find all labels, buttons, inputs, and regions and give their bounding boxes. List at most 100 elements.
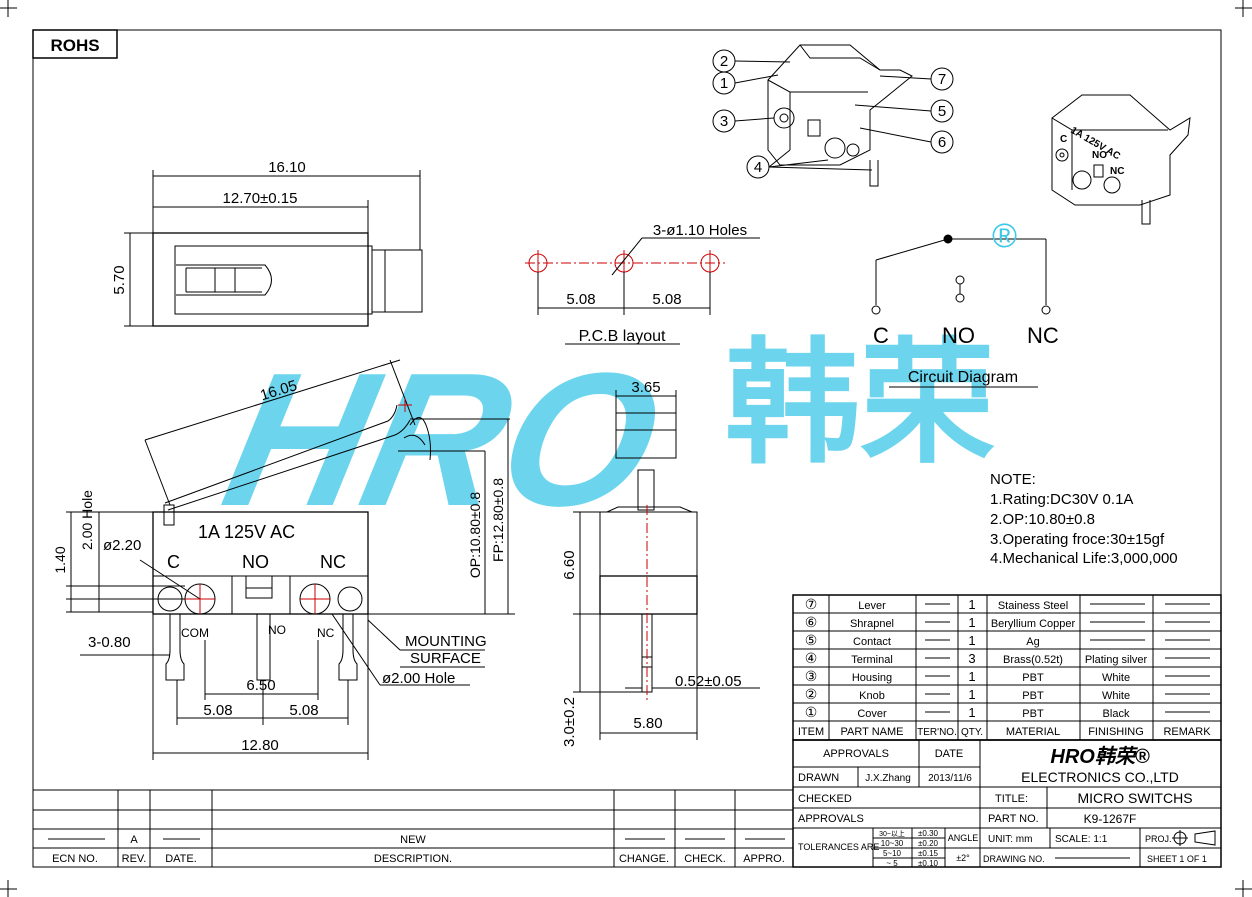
- bom-qty: 1: [968, 687, 975, 702]
- bom-part: Knob: [859, 690, 885, 702]
- watermark: HRO 韩荣: [209, 328, 995, 546]
- dim-1280: 12.80: [241, 737, 279, 754]
- rev-header-change: CHANGE.: [619, 853, 669, 865]
- bom-material: PBT: [1022, 708, 1044, 720]
- bom-header-part: PART NAME: [841, 726, 904, 738]
- dim-hole-label: 2.00 Hole: [79, 490, 95, 550]
- pcb-layout: [525, 250, 725, 276]
- bom-table: [792, 594, 1222, 741]
- bom-finishing: Plating silver: [1085, 654, 1148, 666]
- callout-1: 1: [720, 75, 728, 92]
- tb-tol-range: ~ 5: [886, 859, 898, 868]
- callout-5: 5: [938, 103, 946, 120]
- tb-approvals: APPROVALS: [823, 748, 889, 760]
- bom-finishing: White: [1102, 672, 1130, 684]
- iso-view-callouts: [712, 44, 954, 187]
- bom-part: Shrapnel: [850, 618, 894, 630]
- bom-header-finishing: FINISHING: [1088, 726, 1144, 738]
- dim-30: 3.0±0.2: [561, 697, 578, 747]
- pcb-pitch-left: 5.08: [566, 291, 595, 308]
- revision-text: A NEW ECN NO. REV. DATE. DESCRIPTION. CH…: [52, 834, 785, 865]
- note-4: 4.Mechanical Life:3,000,000: [990, 550, 1178, 567]
- bom-part: Cover: [857, 708, 887, 720]
- bom-material: PBT: [1022, 690, 1044, 702]
- tb-tol-range: 5~10: [883, 849, 902, 858]
- bom-item: ⑥: [805, 614, 818, 630]
- tb-checked: CHECKED: [798, 793, 852, 805]
- tb-proj: PROJ.: [1145, 834, 1172, 844]
- bom-material: Beryllium Copper: [991, 618, 1076, 630]
- circuit-nc: NC: [1027, 323, 1059, 348]
- dim-dia-220: ø2.20: [103, 537, 141, 554]
- watermark-cjk: 韩荣: [725, 328, 995, 479]
- circuit-diagram: [871, 234, 1051, 388]
- rev-header-rev: REV.: [122, 853, 147, 865]
- end-view: [573, 390, 760, 740]
- bom-header-item: ITEM: [798, 726, 824, 738]
- tb-drawn-date: 2013/11/6: [928, 773, 972, 784]
- callout-6: 6: [938, 134, 946, 151]
- tb-title-label: TITLE:: [995, 793, 1028, 805]
- mounting-label-1: MOUNTING: [405, 633, 487, 650]
- rev-header-desc: DESCRIPTION.: [374, 853, 452, 865]
- bom-qty: 1: [968, 597, 975, 612]
- bom-part: Lever: [858, 600, 886, 612]
- dim-508b: 5.08: [289, 702, 318, 719]
- bom-qty: 1: [968, 615, 975, 630]
- bom-part: Terminal: [851, 654, 893, 666]
- pcb-dims: [537, 237, 760, 345]
- dim-offset: 3-0.80: [88, 634, 131, 651]
- notes: NOTE: 1.Rating:DC30V 0.1A 2.OP:10.80±0.8…: [990, 471, 1178, 567]
- tb-tol-val: ±0.30: [918, 829, 939, 838]
- side-com: COM: [181, 626, 209, 640]
- note-2: 2.OP:10.80±0.8: [990, 511, 1095, 528]
- side-view: [66, 359, 515, 760]
- tb-tol-val: ±0.20: [918, 839, 939, 848]
- tb-tol-range: 10~30: [881, 839, 904, 848]
- bom-item: ②: [805, 686, 818, 702]
- rohs-box: [32, 29, 118, 59]
- bom-qty: 1: [968, 633, 975, 648]
- tb-part-no: K9-1267F: [1084, 812, 1137, 826]
- callout-7: 7: [938, 71, 946, 88]
- bom-part: Housing: [852, 672, 892, 684]
- pcb-caption: P.C.B layout: [579, 328, 666, 345]
- rev-header-date: DATE.: [165, 853, 197, 865]
- bom-header-remark: REMARK: [1163, 726, 1211, 738]
- tb-approvals2: APPROVALS: [798, 813, 864, 825]
- bom-qty: 1: [968, 669, 975, 684]
- watermark-latin: HRO: [209, 333, 676, 546]
- rohs-label: ROHS: [50, 36, 99, 55]
- callout-4: 4: [754, 159, 762, 176]
- dim-650: 6.50: [246, 677, 275, 694]
- tb-scale: SCALE: 1:1: [1055, 834, 1108, 845]
- rev-header-ecn: ECN NO.: [52, 853, 98, 865]
- tb-angle-val: ±2°: [956, 853, 970, 863]
- tb-tolerances: TOLERANCES ARE: [798, 842, 879, 852]
- side-nc: NC: [320, 552, 346, 572]
- bom-material: Ag: [1026, 636, 1039, 648]
- bom-qty: 3: [968, 651, 975, 666]
- bom-material: PBT: [1022, 672, 1044, 684]
- mounting-label-2: SURFACE: [410, 650, 481, 667]
- side-c: C: [167, 552, 180, 572]
- tb-company-logo: HRO韩荣®: [1050, 745, 1149, 768]
- bom-finishing: Black: [1103, 708, 1130, 720]
- note-1: 1.Rating:DC30V 0.1A: [990, 491, 1133, 508]
- dim-660: 6.60: [561, 550, 578, 579]
- notes-title: NOTE:: [990, 471, 1036, 488]
- bom-item: ⑤: [805, 632, 818, 648]
- bom-part: Contact: [853, 636, 891, 648]
- side-rating: 1A 125V AC: [198, 522, 295, 542]
- note-3: 3.Operating froce:30±15gf: [990, 531, 1165, 548]
- bom-item: ⑦: [805, 596, 818, 612]
- side-no: NO: [242, 552, 269, 572]
- callout-3: 3: [720, 113, 728, 130]
- circuit-caption: Circuit Diagram: [908, 369, 1018, 386]
- title-block: [792, 739, 1222, 868]
- title-block-text: APPROVALS DATE DRAWN J.X.Zhang 2013/11/6…: [798, 745, 1207, 868]
- tb-drawn-by: J.X.Zhang: [865, 773, 911, 784]
- top-view: [124, 170, 423, 327]
- iso-no: NO: [1092, 150, 1107, 161]
- tb-tol-val: ±0.15: [918, 849, 939, 858]
